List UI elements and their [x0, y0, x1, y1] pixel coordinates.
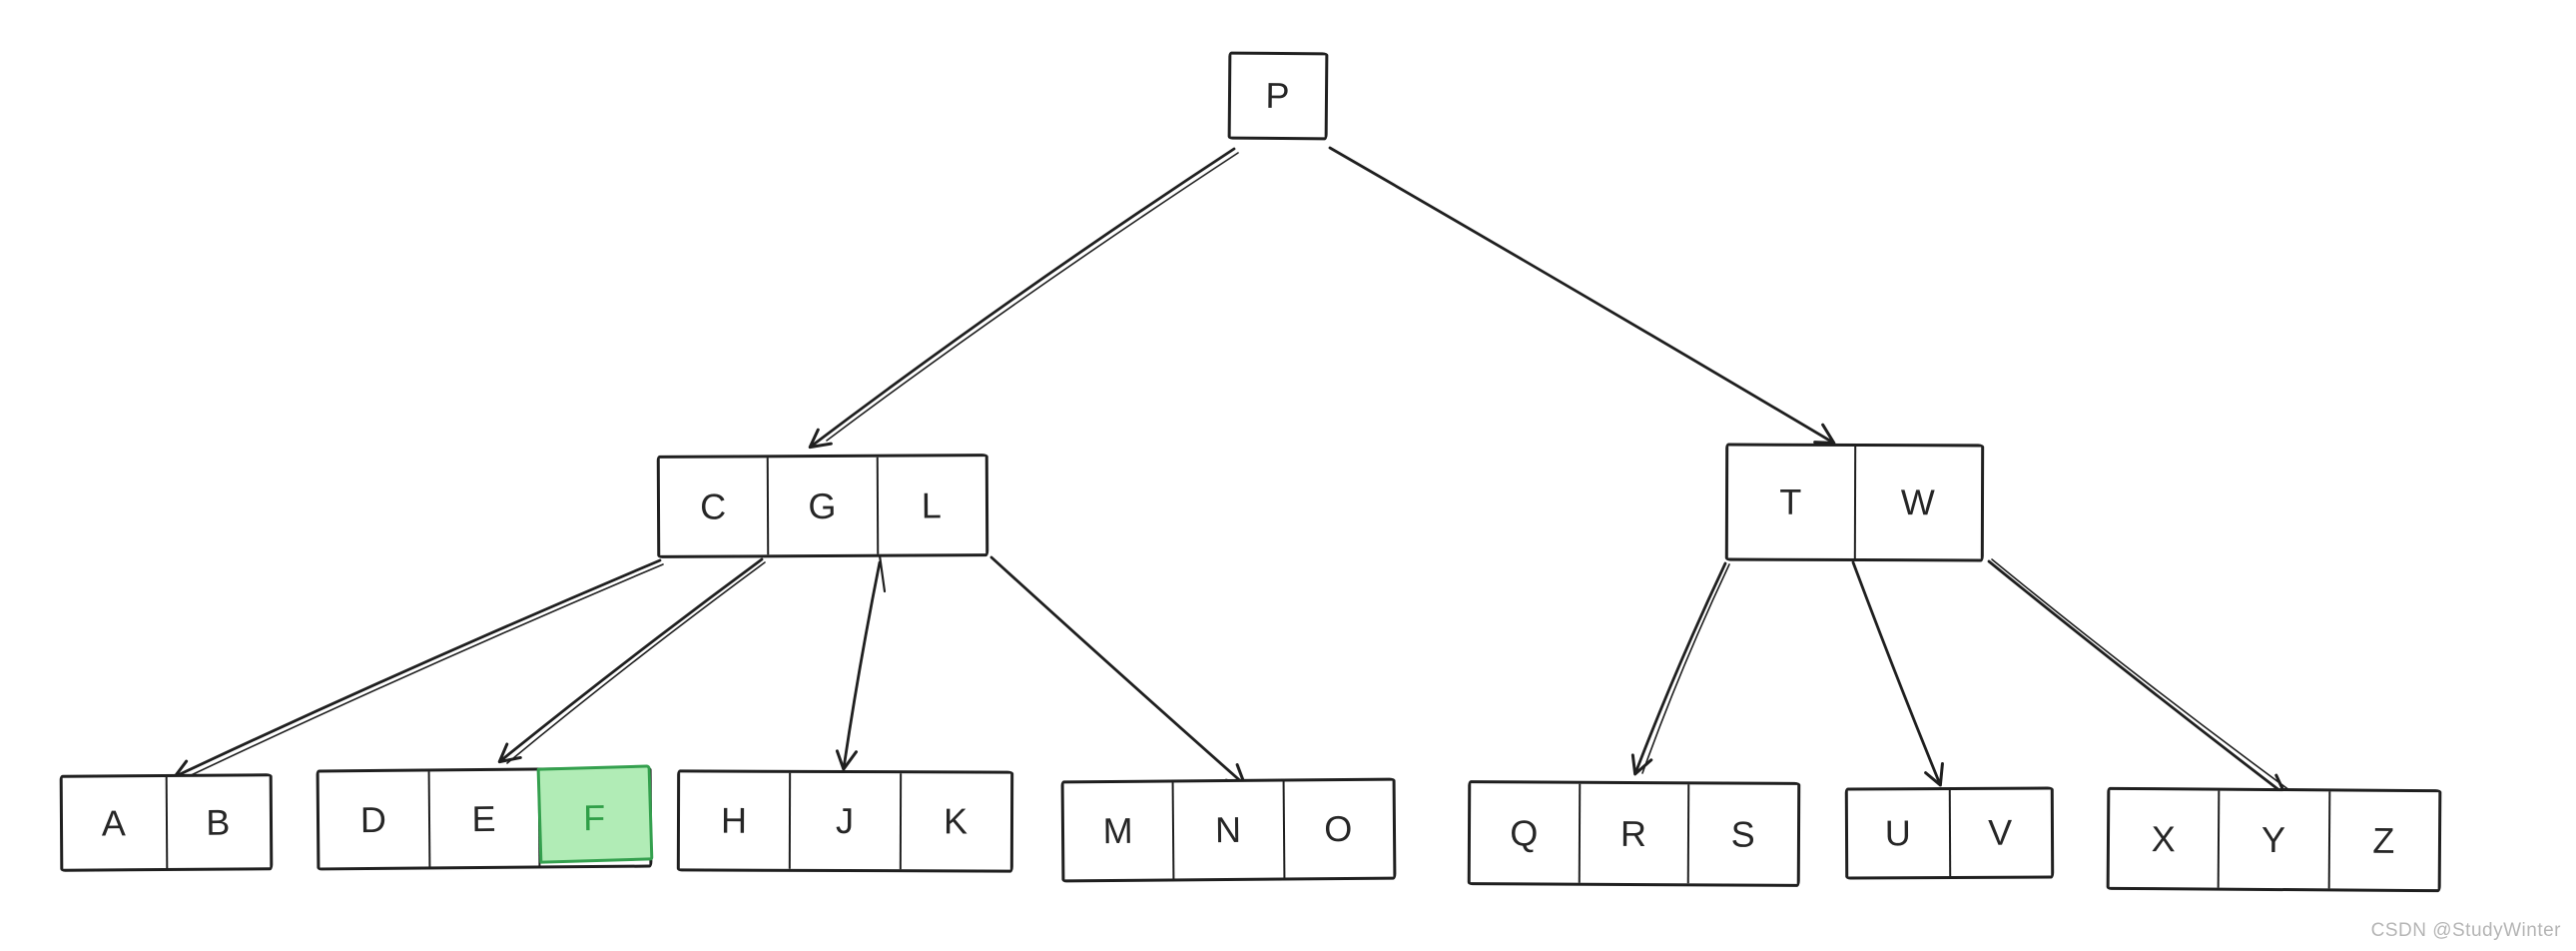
key-label: Q	[1510, 811, 1540, 854]
edge-arrow-cgl-ab	[173, 558, 662, 779]
key-cell: X	[2109, 789, 2221, 888]
key-cell: P	[1231, 55, 1326, 138]
key-cell: O	[1284, 781, 1393, 878]
key-label: G	[808, 484, 838, 526]
edge-arrow-p-cgl-sketch-stroke	[826, 152, 1239, 442]
key-label: Z	[2372, 819, 2396, 861]
key-label: B	[206, 801, 232, 843]
leaf-node-hjk: H J K	[676, 769, 1014, 873]
edge-arrow-cgl-hjk	[835, 560, 882, 771]
key-cell: B	[167, 776, 270, 868]
key-label: H	[720, 799, 749, 841]
key-cell: C	[659, 458, 770, 555]
root-node-p: P	[1227, 51, 1329, 141]
key-label: P	[1265, 74, 1291, 117]
key-label: N	[1214, 808, 1243, 851]
key-cell: Y	[2219, 790, 2330, 889]
key-cell: R	[1580, 783, 1690, 884]
key-label: D	[359, 798, 388, 840]
internal-node-cgl: C G L	[656, 454, 989, 558]
key-label: J	[835, 799, 856, 842]
key-cell: L	[878, 457, 985, 554]
edge-arrow-tw-xyz-sketch-stroke	[1991, 558, 2290, 791]
watermark-text: CSDN @StudyWinter	[2370, 920, 2561, 941]
key-label: Y	[2260, 818, 2287, 860]
key-label: M	[1102, 809, 1134, 852]
edge-arrow-tw-xyz	[1987, 559, 2287, 797]
key-cell: W	[1855, 447, 1981, 558]
leaf-node-xyz: X Y Z	[2106, 786, 2442, 893]
leaf-node-mno: M N O	[1060, 777, 1397, 883]
key-cell: Q	[1470, 783, 1581, 883]
edge-arrow-tw-qrs	[1630, 561, 1727, 776]
key-cell: H	[679, 772, 792, 869]
edge-arrow-cgl-def-sketch-stroke	[506, 561, 766, 764]
key-label: S	[1730, 813, 1756, 855]
key-cell: E	[429, 770, 541, 867]
key-cell-highlighted: F	[540, 770, 649, 866]
key-cell: J	[790, 772, 903, 870]
edge-arrow-cgl-def	[497, 557, 764, 764]
key-cell: A	[62, 776, 168, 869]
key-label: L	[921, 483, 943, 525]
leaf-node-ab: A B	[59, 773, 274, 872]
key-cell: V	[1950, 789, 2051, 876]
key-cell: K	[902, 773, 1010, 869]
key-label: X	[2151, 817, 2177, 859]
key-cell: Z	[2329, 791, 2438, 889]
leaf-node-def: D E F	[316, 766, 653, 871]
key-label: E	[471, 797, 497, 839]
edge-arrow-p-cgl	[808, 147, 1236, 450]
key-label: O	[1324, 807, 1354, 850]
key-cell: T	[1727, 446, 1856, 559]
key-cell: M	[1063, 782, 1175, 880]
leaf-node-qrs: Q R S	[1467, 780, 1801, 887]
key-label: W	[1900, 481, 1936, 523]
edge-arrow-tw-uv	[1851, 560, 1944, 787]
divider-overshoot-stroke	[878, 553, 887, 593]
key-label: C	[700, 485, 728, 527]
key-cell: U	[1847, 789, 1951, 877]
key-label: V	[1988, 811, 2014, 853]
key-cell: D	[319, 771, 431, 868]
key-label: U	[1884, 812, 1912, 854]
edge-arrow-tw-qrs-sketch-stroke	[1641, 563, 1730, 774]
key-label: T	[1779, 480, 1803, 522]
key-label: K	[943, 800, 969, 842]
leaf-node-uv: U V	[1844, 786, 2055, 880]
edge-arrow-cgl-ab-sketch-stroke	[184, 563, 664, 779]
edge-arrow-cgl-mno	[989, 555, 1247, 787]
internal-node-tw: T W	[1724, 443, 1985, 562]
key-label: R	[1619, 812, 1648, 854]
edge-arrow-p-tw	[1328, 146, 1836, 446]
key-cell: G	[769, 457, 879, 555]
key-cell: N	[1173, 781, 1286, 879]
key-label: F	[582, 796, 607, 838]
key-cell: S	[1689, 784, 1797, 884]
key-label: A	[101, 801, 127, 843]
